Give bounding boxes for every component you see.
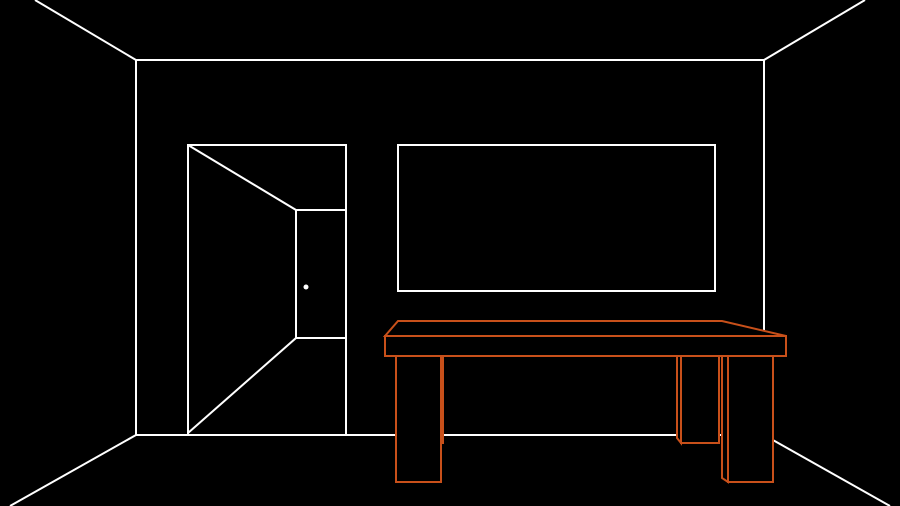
door-frame [187, 144, 347, 436]
table-leg-front-left [395, 349, 442, 483]
window [397, 144, 716, 292]
room [9, 0, 891, 506]
open-door [187, 144, 347, 436]
back-wall [135, 59, 765, 436]
door-knob [303, 284, 309, 290]
door-panel [187, 144, 297, 434]
floor-edge-right [763, 434, 891, 506]
table [382, 320, 787, 484]
table-top-edge [384, 335, 787, 357]
table-top-surface [382, 320, 787, 337]
floor-edge-left [9, 434, 137, 506]
ceiling-edge-right [763, 0, 866, 61]
ceiling-edge-left [34, 0, 137, 61]
table-leg-front-right [727, 349, 774, 483]
table-leg-back-right [680, 349, 720, 444]
doorway-opening [295, 209, 347, 339]
